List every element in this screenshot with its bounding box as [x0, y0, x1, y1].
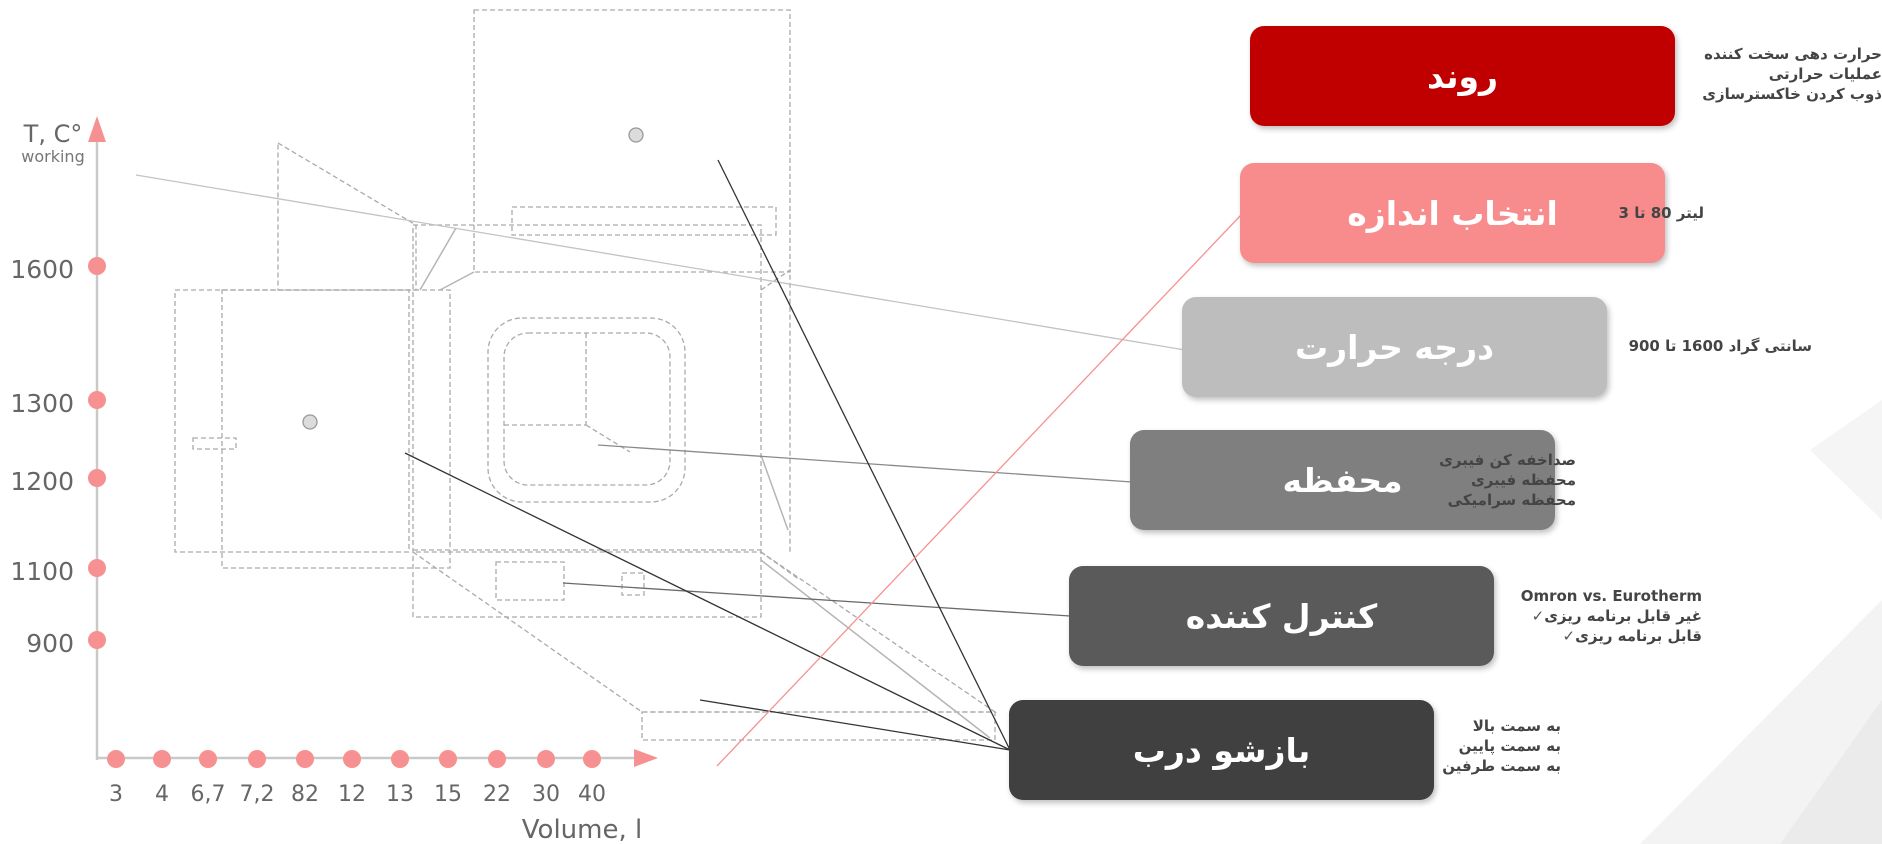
leader-chamber — [597, 444, 1133, 483]
x-tick-label: 7,2 — [240, 782, 275, 807]
y-marker-1600 — [88, 257, 106, 275]
leader-temperature — [135, 174, 1186, 351]
x-marker-12 — [343, 750, 361, 768]
note-temperature: سانتی گراد 1600 تا 900 — [1629, 336, 1812, 356]
y-axis-title: T, C° — [23, 120, 83, 148]
background-shape-top — [1810, 400, 1882, 520]
note-size-line: لیتر 80 تا 3 — [1618, 204, 1704, 222]
y-tick-label: 1100 — [10, 557, 74, 586]
x-tick-label: 12 — [338, 782, 366, 807]
note-controller: Omron vs. Eurotherm غیر قابل برنامه ریزی… — [1521, 586, 1702, 646]
note-chamber-line: صداخفه کن فیبری — [1439, 451, 1576, 469]
note-process-line: عملیات حرارتی — [1768, 65, 1882, 83]
x-marker-40 — [583, 750, 601, 768]
note-size: لیتر 80 تا 3 — [1619, 203, 1704, 223]
leader-door-1 — [717, 159, 1011, 751]
note-door-line: به سمت طرفین — [1442, 757, 1561, 775]
y-marker-900 — [88, 631, 106, 649]
x-marker-15 — [439, 750, 457, 768]
pill-controller-label: کنترل کننده — [1185, 596, 1378, 636]
door-knob — [302, 414, 318, 430]
x-tick-label: 40 — [578, 782, 606, 807]
note-door: به سمت بالا به سمت پایین به سمت طرفین — [1442, 716, 1561, 776]
note-controller-item: قابل برنامه ریزی✓ — [1562, 627, 1702, 645]
x-marker-13 — [391, 750, 409, 768]
note-process-line: حرارت دهی سخت کننده — [1704, 45, 1882, 63]
y-marker-1200 — [88, 469, 106, 487]
y-tick-label: 1200 — [10, 467, 74, 496]
x-tick-label: 15 — [434, 782, 462, 807]
pill-chamber: محفظه — [1130, 430, 1555, 530]
pill-process-label: روند — [1427, 56, 1498, 96]
furnace-drawing — [174, 9, 998, 741]
leader-door-3 — [699, 699, 1011, 751]
x-tick-label: 22 — [483, 782, 511, 807]
pill-temperature-label: درجه حرارت — [1295, 327, 1494, 367]
note-door-line: به سمت بالا — [1472, 717, 1561, 735]
y-tick-label: 1300 — [10, 389, 74, 418]
check-icon: ✓ — [1562, 627, 1576, 645]
pill-size: انتخاب اندازه — [1240, 163, 1665, 263]
x-marker-4 — [153, 750, 171, 768]
pill-process: روند — [1250, 26, 1675, 126]
y-tick-label: 1600 — [10, 255, 74, 284]
leader-controller — [562, 582, 1071, 617]
y-axis-subtitle: working — [21, 147, 84, 166]
note-temperature-line: سانتی گراد 1600 تا 900 — [1628, 337, 1812, 355]
pill-door-label: بازشو درب — [1132, 730, 1311, 770]
y-axis-arrow — [88, 116, 106, 142]
note-controller-item: غیر قابل برنامه ریزی✓ — [1531, 607, 1702, 625]
x-marker-3 — [107, 750, 125, 768]
note-process-line: ذوب کردن خاکسترسازی — [1702, 85, 1882, 103]
x-marker-6-7 — [199, 750, 217, 768]
x-axis-title: Volume, l — [522, 815, 642, 844]
pill-chamber-label: محفظه — [1282, 460, 1403, 500]
y-axis-marks: 1600 1300 1200 1100 900 — [10, 255, 106, 658]
x-marker-7-2 — [248, 750, 266, 768]
x-tick-label: 3 — [109, 782, 123, 807]
x-tick-label: 30 — [532, 782, 560, 807]
pill-controller: کنترل کننده — [1069, 566, 1494, 666]
x-tick-label: 82 — [291, 782, 319, 807]
furnace-solid-edges — [419, 227, 991, 739]
y-tick-label: 900 — [26, 629, 74, 658]
background-shape-dark — [1780, 700, 1882, 844]
note-controller-title: Omron vs. Eurotherm — [1520, 587, 1702, 605]
check-icon: ✓ — [1531, 607, 1545, 625]
note-chamber: صداخفه کن فیبری محفظه فیبری محفظه سرامیک… — [1439, 450, 1576, 510]
y-marker-1100 — [88, 559, 106, 577]
pill-size-label: انتخاب اندازه — [1347, 193, 1558, 233]
note-process: حرارت دهی سخت کننده عملیات حرارتی ذوب کر… — [1702, 44, 1882, 104]
x-marker-82 — [296, 750, 314, 768]
x-axis-marks: 3 4 6,7 7,2 82 12 13 15 22 30 40 — [107, 750, 606, 807]
chart-axes — [88, 116, 658, 767]
pill-temperature: درجه حرارت — [1182, 297, 1607, 397]
background-shape — [1640, 600, 1882, 844]
y-marker-1300 — [88, 391, 106, 409]
note-door-line: به سمت پایین — [1458, 737, 1561, 755]
note-chamber-line: محفظه فیبری — [1471, 471, 1576, 489]
pill-door: بازشو درب — [1009, 700, 1434, 800]
leader-door-2 — [404, 452, 1011, 751]
x-tick-label: 6,7 — [191, 782, 226, 807]
leader-lines — [135, 159, 1242, 767]
x-tick-label: 4 — [155, 782, 169, 807]
x-tick-label: 13 — [386, 782, 414, 807]
leader-size — [716, 214, 1242, 767]
x-marker-22 — [488, 750, 506, 768]
top-knob — [628, 127, 644, 143]
x-axis-arrow — [634, 749, 658, 767]
note-chamber-line: محفظه سرامیکی — [1447, 491, 1576, 509]
x-marker-30 — [537, 750, 555, 768]
